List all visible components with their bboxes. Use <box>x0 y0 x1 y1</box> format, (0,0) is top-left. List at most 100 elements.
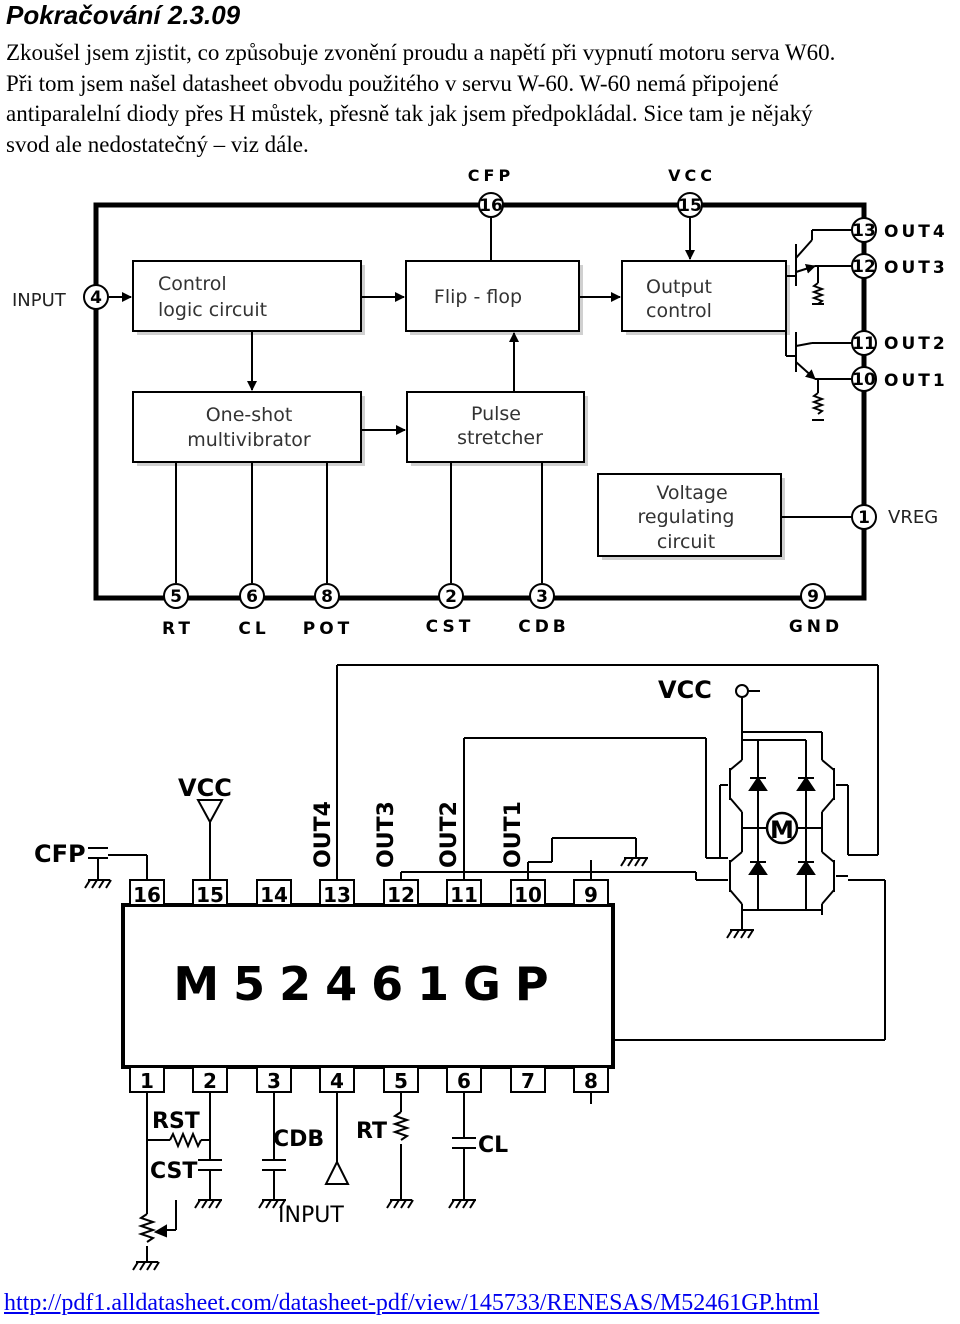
intro-line: Při tom jsem našel datasheet obvodu použ… <box>6 70 779 96</box>
pin-number: 12 <box>852 257 876 277</box>
pin-11: 11 OUT2 <box>851 330 948 356</box>
motor-label: M <box>770 816 794 844</box>
intro-paragraph: Zkoušel jsem zjistit, co způsobuje zvoně… <box>6 38 956 160</box>
pin-12: 12 OUT3 <box>851 253 948 279</box>
circuit-labels: VCC VCC CFP OUT4 OUT3 OUT2 OUT1 RST CST … <box>34 676 712 1228</box>
pin-name: POT <box>303 619 354 639</box>
vcc-chip-label: VCC <box>178 774 232 802</box>
block-wiring <box>109 217 853 583</box>
pin-10: 10 OUT1 <box>851 366 948 392</box>
pin-name: VCC <box>668 166 716 185</box>
pin-6: 6 CL <box>238 583 269 639</box>
pin-number: 5 <box>170 587 182 607</box>
intro-line: svod ale nedostatečný – viz dále. <box>6 131 309 157</box>
pin-name: CL <box>238 619 269 639</box>
pin-number: 1 <box>140 1069 154 1093</box>
pin-name: OUT3 <box>884 258 948 278</box>
pin-name: GND <box>789 617 843 637</box>
out1-label: OUT1 <box>501 801 526 868</box>
pin-number: 15 <box>196 883 224 907</box>
block-label: multivibrator <box>187 429 311 451</box>
pin-number: 7 <box>521 1069 535 1093</box>
pin-4: 4 INPUT <box>12 284 109 311</box>
pin-number: 5 <box>394 1069 408 1093</box>
out4-label: OUT4 <box>311 801 336 868</box>
out2-label: OUT2 <box>437 801 462 868</box>
block-pulse-stretcher: Pulse stretcher <box>406 391 588 466</box>
block-pins: 16 CFP 15 VCC 13 OUT4 12 OUT3 11 OUT <box>12 166 948 639</box>
pin-number: 15 <box>678 196 702 216</box>
pin-name: CFP <box>468 166 514 185</box>
chip-label: M52461GP <box>173 957 562 1011</box>
pin-number: 10 <box>514 883 542 907</box>
h-bridge: M <box>719 732 849 939</box>
pin-13: 13 OUT4 <box>851 217 948 243</box>
block-diagram: Control logic circuit Flip - flop Output… <box>12 166 948 639</box>
block-label: regulating <box>638 506 735 528</box>
pin-number: 11 <box>852 334 876 354</box>
rt-label: RT <box>356 1119 387 1144</box>
pin-name: OUT4 <box>884 222 948 242</box>
pin-name: INPUT <box>12 290 67 311</box>
pin-1: 1 VREG <box>851 504 938 530</box>
pin-number: 3 <box>536 587 548 607</box>
pin-15: 15 VCC <box>668 166 716 218</box>
block-voltage-regulating: Voltage regulating circuit <box>597 473 785 560</box>
pin-number: 13 <box>852 221 876 241</box>
pin-number: 1 <box>858 508 870 528</box>
pin-8: 8 POT <box>303 583 354 639</box>
pin-number: 3 <box>267 1069 281 1093</box>
bottom-pin-numbers: 1 2 3 4 5 6 7 8 <box>140 1069 598 1093</box>
pin-name: CDB <box>518 617 570 637</box>
pin-number: 9 <box>584 883 598 907</box>
intro-line: Zkoušel jsem zjistit, co způsobuje zvoně… <box>6 40 836 65</box>
intro-line: antiparalelní diody přes H můstek, přesn… <box>6 101 813 126</box>
block-label: Voltage <box>656 482 727 504</box>
page-title: Pokračování 2.3.09 <box>6 0 241 30</box>
pin-number: 6 <box>246 587 258 607</box>
pin-3: 3 CDB <box>518 583 570 637</box>
pin-name: RT <box>162 619 194 639</box>
pin-name: OUT1 <box>884 371 948 391</box>
pin-number: 2 <box>203 1069 217 1093</box>
pin-number: 12 <box>387 883 415 907</box>
block-label: circuit <box>657 531 715 553</box>
top-pin-numbers: 16 15 14 13 12 11 10 9 <box>133 883 598 907</box>
pin-number: 11 <box>450 883 478 907</box>
pin-number: 4 <box>330 1069 344 1093</box>
pin-number: 8 <box>321 587 333 607</box>
pin-number: 10 <box>852 370 876 390</box>
input-label: INPUT <box>278 1203 344 1228</box>
pin-number: 13 <box>323 883 351 907</box>
block-label: control <box>646 300 712 322</box>
pin-number: 16 <box>133 883 161 907</box>
pin-5: 5 RT <box>162 583 194 639</box>
block-label: Control <box>158 273 227 295</box>
block-label: Pulse <box>471 403 521 425</box>
block-label: Flip - flop <box>434 286 522 308</box>
pin-name: VREG <box>888 507 938 528</box>
block-one-shot: One-shot multivibrator <box>132 391 365 466</box>
block-flip-flop: Flip - flop <box>405 260 583 335</box>
out3-label: OUT3 <box>374 801 399 868</box>
pin-name: CST <box>426 617 475 637</box>
block-label: Output <box>646 276 712 298</box>
vcc-motor-label: VCC <box>658 676 712 704</box>
pin-9: 9 GND <box>789 583 843 637</box>
pin-number: 2 <box>445 587 457 607</box>
pin-number: 14 <box>260 883 288 907</box>
cdb-label: CDB <box>273 1127 324 1152</box>
block-output-control: Output control <box>621 260 790 335</box>
block-label: stretcher <box>457 427 543 449</box>
block-label: One-shot <box>206 404 293 426</box>
pin-name: OUT2 <box>884 334 948 354</box>
cfp-label: CFP <box>34 840 86 868</box>
pin-16: 16 CFP <box>468 166 514 218</box>
pin-number: 8 <box>584 1069 598 1093</box>
pin-number: 16 <box>479 196 503 216</box>
cst-label: CST <box>150 1159 197 1184</box>
pin-number: 9 <box>807 587 819 607</box>
bottom-wiring <box>132 1092 592 1271</box>
motor-icon <box>765 811 799 845</box>
datasheet-link[interactable]: http://pdf1.alldatasheet.com/datasheet-p… <box>4 1290 820 1316</box>
